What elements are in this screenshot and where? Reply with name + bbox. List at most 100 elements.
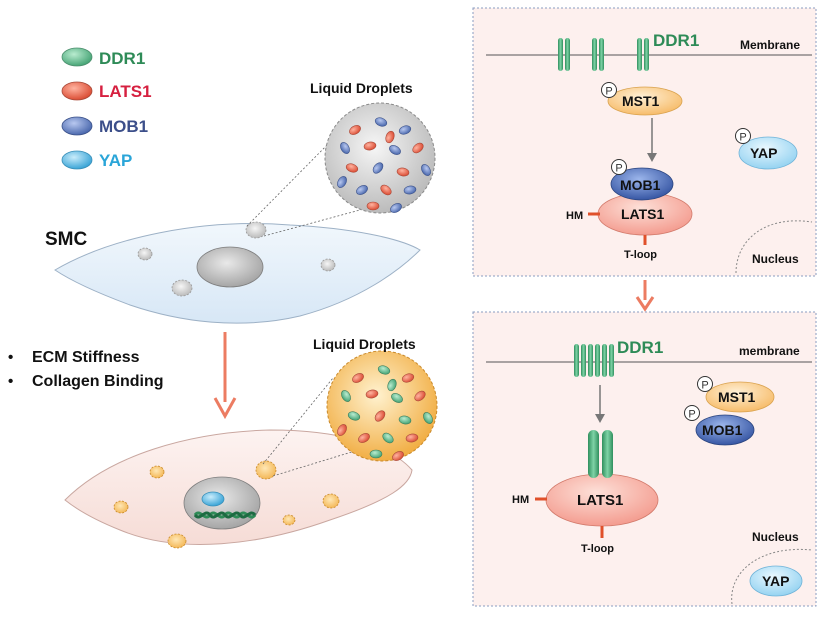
- legend-yap-swatch: [61, 150, 93, 170]
- molecule-icon: [398, 415, 412, 425]
- molecule-icon: [366, 201, 380, 211]
- molecule-icon: [365, 389, 379, 399]
- molecule-icon: [405, 433, 419, 443]
- molecule-icon: [382, 432, 394, 444]
- ddr1-bound-icon: [588, 430, 613, 478]
- ddr1-receptor-icon: [558, 38, 570, 71]
- legend-ddr1-label: DDR1: [99, 49, 145, 68]
- transition-arrowhead-right: [635, 296, 655, 312]
- mob1-node-top: [610, 167, 674, 201]
- droplet-small: [320, 258, 336, 272]
- ddr1-cluster-icon: [574, 344, 614, 377]
- signal-arrowhead: [647, 153, 657, 162]
- yap-node-top: [738, 136, 798, 170]
- molecule-icon: [385, 130, 395, 144]
- droplet-small: [282, 514, 296, 526]
- condition-collagen-binding: Collagen Binding: [32, 373, 164, 390]
- ddr1-receptor-icon: [592, 38, 604, 71]
- molecule-icon: [345, 163, 359, 173]
- smc-cell-bottom: [64, 429, 413, 549]
- zoom-line: [262, 377, 334, 465]
- molecule-icon: [337, 176, 347, 188]
- molecule-icon: [380, 184, 392, 196]
- molecule-icon: [337, 424, 347, 436]
- mob1-label-bottom: MOB1: [702, 422, 743, 438]
- yap-label-top: YAP: [750, 145, 778, 161]
- phospho-icon: [611, 159, 627, 175]
- legend-lats1-label: LATS1: [99, 82, 152, 101]
- smc-cell-top: [54, 221, 421, 324]
- phospho-label: P: [688, 409, 695, 421]
- droplet-small: [113, 500, 129, 514]
- molecule-icon: [356, 185, 368, 195]
- ddr1-label-top: DDR1: [653, 31, 699, 50]
- lats1-label-top: LATS1: [621, 206, 665, 222]
- phospho-label: P: [701, 380, 708, 392]
- yap-node-bottom: [749, 565, 803, 597]
- lats1-label-bottom: LATS1: [577, 492, 623, 509]
- molecule-icon: [391, 393, 403, 403]
- molecule-icon: [387, 378, 397, 392]
- molecule-icon: [389, 145, 401, 155]
- molecule-icon: [374, 410, 386, 422]
- ddr1-label-bottom: DDR1: [617, 338, 663, 357]
- ddr1-receptor-icon: [637, 38, 649, 71]
- molecule-icon: [390, 203, 402, 213]
- hm-label-top: HM: [566, 210, 583, 222]
- mst1-label-bottom: MST1: [718, 389, 756, 405]
- phospho-label: P: [605, 86, 612, 98]
- droplet-small: [171, 279, 193, 297]
- panel-top: Membrane DDR1 MST1 P YAP P LATS1: [472, 7, 817, 277]
- molecule-icon: [392, 451, 404, 461]
- bullet: •: [8, 373, 13, 390]
- molecule-icon: [396, 167, 410, 177]
- condition-ecm-stiffness: ECM Stiffness: [32, 349, 140, 366]
- molecule-icon: [423, 412, 433, 424]
- membrane-label: Membrane: [740, 38, 800, 52]
- molecule-icon: [341, 390, 351, 402]
- zoom-line: [272, 446, 369, 477]
- droplet-small: [167, 533, 187, 549]
- yap-label-bottom: YAP: [762, 573, 790, 589]
- droplets-label-top: Liquid Droplets: [310, 80, 413, 96]
- molecule-icon: [374, 117, 388, 127]
- legend: DDR1 LATS1 MOB1 YAP: [61, 47, 152, 170]
- tloop-label-bottom: T-loop: [581, 543, 614, 555]
- bullet: •: [8, 349, 13, 366]
- legend-mob1-swatch: [61, 116, 93, 136]
- nucleus-label-top: Nucleus: [752, 252, 799, 266]
- molecule-icon: [421, 164, 431, 176]
- phospho-icon: [697, 376, 713, 392]
- molecule-icon: [369, 449, 383, 459]
- nucleus-top: [196, 246, 264, 288]
- mst1-node-top: [607, 86, 683, 116]
- molecule-icon: [352, 373, 364, 383]
- legend-mob1-label: MOB1: [99, 117, 148, 136]
- yap-nuclear: [201, 491, 225, 507]
- molecule-icon: [358, 433, 370, 443]
- molecule-icon: [372, 162, 384, 174]
- molecule-icon: [340, 142, 350, 154]
- molecule-icon: [403, 185, 417, 195]
- molecule-icon: [349, 125, 361, 135]
- legend-ddr1-swatch: [61, 47, 93, 67]
- phospho-label: P: [739, 132, 746, 144]
- mob1-label-top: MOB1: [620, 177, 661, 193]
- zoom-line: [246, 135, 337, 227]
- hm-label-bottom: HM: [512, 494, 529, 506]
- molecule-icon: [377, 365, 391, 375]
- molecule-icon: [363, 141, 377, 151]
- conditions-list: • ECM Stiffness • Collagen Binding: [8, 349, 164, 390]
- zoom-line: [263, 209, 361, 237]
- mst1-label-top: MST1: [622, 93, 660, 109]
- droplets-label-bottom: Liquid Droplets: [313, 336, 416, 352]
- phospho-icon: [735, 128, 751, 144]
- droplet-small: [255, 460, 277, 480]
- molecule-icon: [347, 411, 361, 421]
- molecule-icon: [412, 142, 424, 154]
- phospho-icon: [684, 405, 700, 421]
- molecule-icon: [401, 373, 415, 383]
- mob1-node-bottom: [695, 414, 755, 446]
- droplet-small: [137, 247, 153, 261]
